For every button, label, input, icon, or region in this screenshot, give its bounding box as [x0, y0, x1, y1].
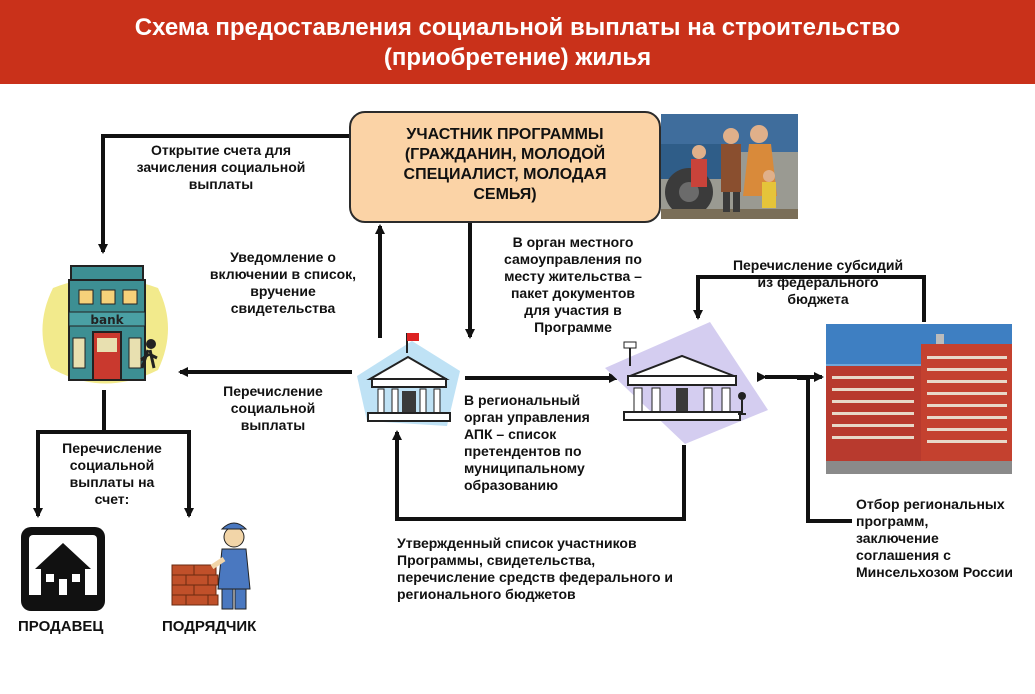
arrow-approved-list [392, 430, 686, 521]
label-social-payment-transfer: Перечисление социальной выплаты [223, 383, 323, 433]
participant-line-4: СЕМЬЯ) [473, 186, 537, 203]
title-line-1: Схема предоставления социальной выплаты … [134, 14, 901, 41]
bank-sign: bank [90, 313, 124, 327]
label-notification: Уведомление о включении в список, вручен… [209, 249, 357, 316]
label-to-local-authority: В орган местного самоуправления по месту… [504, 234, 642, 335]
family-photo [661, 114, 798, 219]
arrow-to-seller [33, 430, 104, 518]
header-banner: Схема предоставления социальной выплаты … [0, 0, 1035, 84]
bank-illustration: bank [42, 265, 168, 384]
participant-line-3: СПЕЦИАЛИСТ, МОЛОДАЯ [403, 166, 607, 183]
arrow-federal-subsidies [693, 275, 926, 322]
label-regional-agency: В региональный орган управления АПК – сп… [464, 392, 590, 493]
bricklayer-icon [171, 522, 251, 610]
label-open-account: Открытие счета для зачисления социальной… [136, 142, 306, 192]
label-payment-to-account: Перечисление социальной выплаты на счет: [62, 440, 162, 507]
ministry-photo [826, 324, 1012, 474]
regional-agency-building [605, 322, 768, 444]
label-regional-selection: Отбор региональных программ, заключение … [856, 496, 1013, 580]
municipality-building [357, 333, 460, 426]
label-approved-list: Утвержденный список участников Программы… [397, 535, 674, 602]
house-icon [21, 527, 105, 611]
line-regional-selection [797, 376, 852, 523]
seller-label: ПРОДАВЕЦ [18, 618, 104, 635]
participant-box: УЧАСТНИК ПРОГРАММЫ (ГРАЖДАНИН, МОЛОДОЙ С… [349, 111, 661, 223]
arrow-open-account [98, 134, 349, 254]
arrow-to-contractor [104, 430, 194, 518]
participant-line-1: УЧАСТНИК ПРОГРАММЫ [406, 126, 604, 143]
label-federal-subsidies: Перечисление субсидий из федерального бю… [732, 257, 904, 307]
contractor-label: ПОДРЯДЧИК [162, 618, 257, 635]
participant-line-2: (ГРАЖДАНИН, МОЛОДОЙ [404, 146, 606, 163]
title-line-2: (приобретение) жилья [383, 44, 652, 71]
